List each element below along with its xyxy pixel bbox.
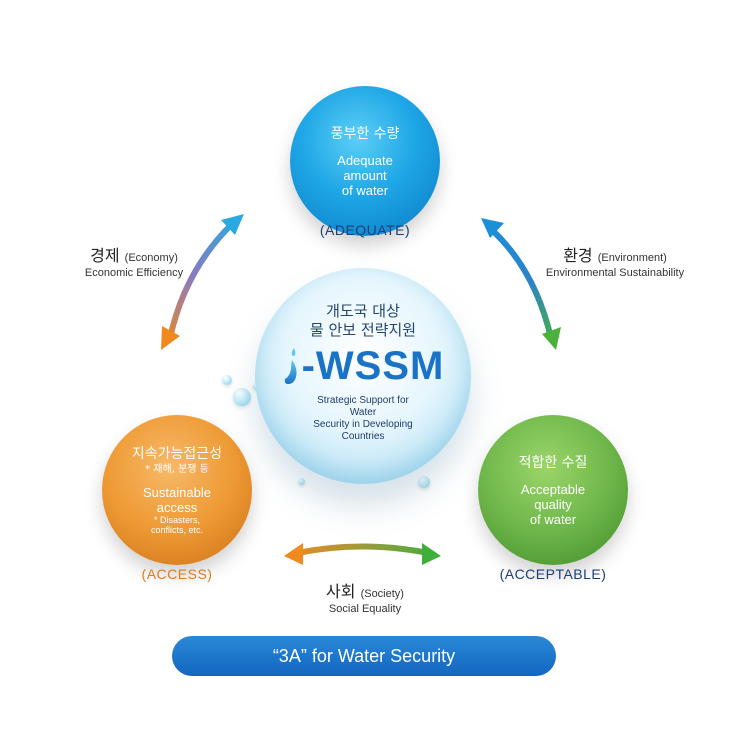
adequate-en-line: amount (343, 167, 387, 183)
water-bubble (222, 375, 232, 385)
banner-text: “3A” for Water Security (272, 645, 456, 666)
society-arrowhead-right (422, 543, 441, 565)
environment-arrowhead-top (481, 218, 504, 238)
economy-arrow (167, 221, 235, 341)
society-ko: 사회 (326, 582, 356, 601)
environment-dimension: 환경 (Environment) Environmental Sustainab… (532, 242, 698, 279)
center-en-line: Security in Developing (313, 418, 413, 430)
access-en-line: Sustainable (143, 485, 211, 500)
access-note-en: * Disasters, (153, 515, 200, 525)
economy-en: (Economy) (124, 252, 178, 264)
center-ko-line: 개도국 대상 (326, 301, 400, 320)
acceptable-ko: 적합한 수질 (518, 454, 588, 471)
economy-ko: 경제 (90, 246, 120, 265)
acceptable-en-line: Acceptable (520, 481, 586, 497)
economy-arrowhead-top (221, 214, 244, 235)
access-label: (ACCESS) (141, 566, 213, 582)
water-bubble (298, 478, 305, 485)
water-security-banner: “3A” for Water Security (172, 636, 556, 676)
iwssm-center-sphere: 개도국 대상 물 안보 전략지원 -WSSM Strategic Support… (255, 268, 471, 484)
access-note-en: conflicts, etc. (150, 525, 204, 535)
center-en-line: Countries (341, 430, 385, 442)
society-arrowhead-left (284, 543, 303, 565)
society-dimension: 사회 (Society) Social Equality (300, 578, 430, 615)
center-ko-line: 물 안보 전략지원 (309, 320, 417, 339)
economy-arrowhead-bottom (161, 326, 180, 350)
access-en-line: access (156, 500, 198, 515)
adequate-label: (ADEQUATE) (319, 222, 411, 238)
access-ko: 지속가능접근성 (131, 446, 223, 462)
adequate-ko: 풍부한 수량 (330, 125, 400, 142)
society-arrow (294, 543, 431, 556)
environment-en: (Environment) (597, 252, 667, 264)
adequate-en-line: of water (341, 182, 389, 198)
environment-arrow (489, 227, 554, 341)
economy-dimension: 경제 (Economy) Economic Efficiency (64, 242, 204, 279)
logo-text: -WSSM (301, 343, 445, 388)
adequate-en-line: Adequate (337, 152, 393, 168)
center-en-line: Strategic Support for Water (317, 394, 409, 418)
acceptable-en-line: quality (534, 496, 572, 512)
acceptable-en-line: of water (529, 511, 577, 527)
economy-sub: Economic Efficiency (84, 267, 184, 279)
access-note-ko: * 재해, 분쟁 등 (145, 464, 209, 475)
society-sub: Social Equality (328, 603, 402, 615)
water-bubble (418, 476, 430, 488)
acceptable-label: (ACCEPTABLE) (499, 566, 607, 582)
environment-ko: 환경 (563, 246, 593, 265)
water-bubble (233, 388, 251, 406)
iwssm-logo: -WSSM (282, 344, 445, 389)
adequate-circle: 풍부한 수량 Adequate amount of water (290, 86, 440, 236)
water-drop-i-icon (284, 348, 297, 384)
environment-arrowhead-bottom (542, 327, 561, 350)
access-circle: 지속가능접근성 * 재해, 분쟁 등 Sustainable access * … (102, 415, 252, 565)
acceptable-circle: 적합한 수질 Acceptable quality of water (478, 415, 628, 565)
environment-sub: Environmental Sustainability (545, 267, 685, 279)
society-en: (Society) (360, 588, 404, 600)
